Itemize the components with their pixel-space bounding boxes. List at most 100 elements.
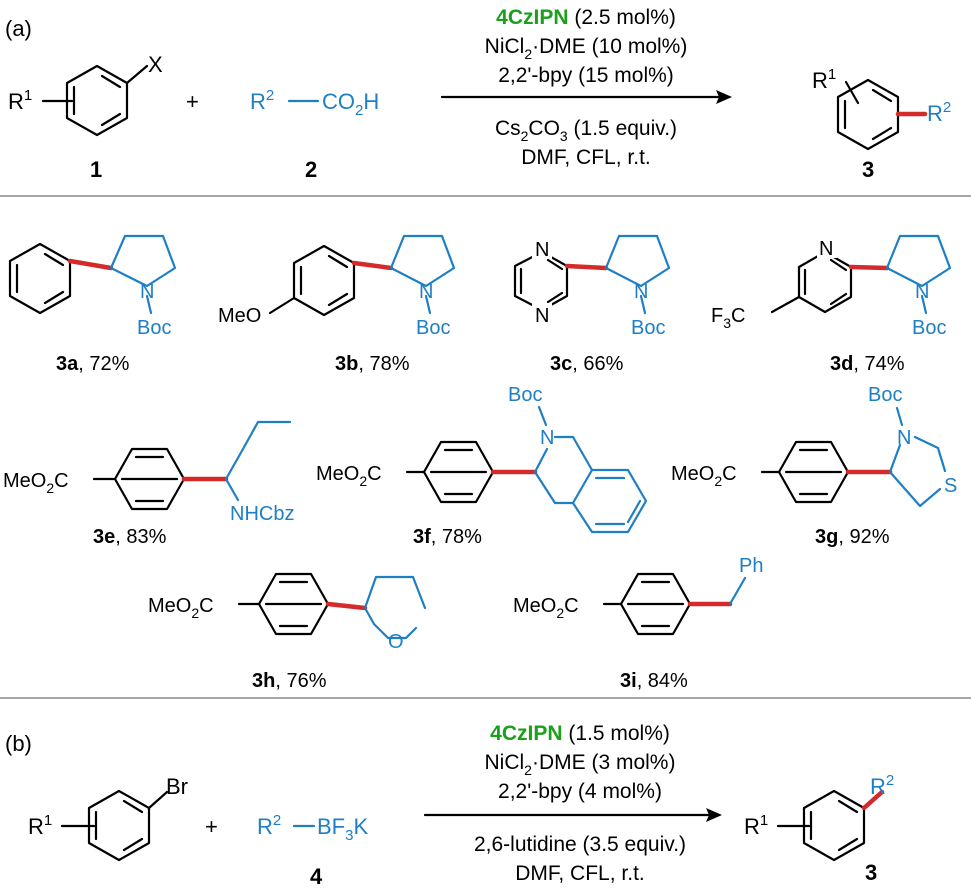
example-3i: MeO2C Ph 3i, 84% [513,555,763,692]
compound-label: 3a, 72% [56,353,130,375]
bf3k-label: BF3K [317,814,368,844]
boc-bond [639,294,647,315]
boc-label: Boc [631,317,665,339]
boc-bond [537,405,548,427]
substituent-bond [844,80,860,105]
ester-label: MeO2C [513,595,579,621]
oxygen-label: O [388,631,404,653]
reaction-arrow-a [440,90,732,104]
benzene-ring [777,440,850,504]
plus-sign: + [205,814,218,839]
reactant-2-carboxylic-acid: R2 CO2H 2 [250,87,379,182]
boc-label: Boc [868,384,902,406]
trifluoromethyl-label: F3C [711,305,745,331]
boc-bond [895,406,904,427]
product-3-b: R1 R2 3 [744,772,894,885]
propyl-chain [224,420,292,481]
part-b-general-reaction: (b) Br R1 + R2 BF3K 4 4CzIPN (1.5 mol%) … [5,722,894,889]
benzene-ring [619,572,692,636]
compound-number-1: 1 [90,157,102,182]
base: 2,6-lutidine (3.5 equiv.) [474,833,686,856]
ester-label: MeO2C [316,463,382,489]
pyrazine-n-top: N [535,239,549,261]
nhcbz-label: NHCbz [230,503,294,525]
ester-label: MeO2C [3,470,69,496]
methoxy-bond [268,296,296,315]
bond-to-halide [125,64,149,85]
example-3h: MeO2C O 3h, 76% [148,572,427,692]
new-c-c-bond [564,263,609,271]
ester-label: MeO2C [148,595,214,621]
boc-label: Boc [416,317,450,339]
pyrrolidine-ring [389,234,456,288]
photocatalyst: 4CzIPN (2.5 mol%) [496,6,676,29]
reactant-1-aryl-halide: X R1 1 [8,52,163,182]
boc-bond [145,294,153,315]
boc-bond [920,294,928,315]
pyrazine-n-bottom: N [535,305,549,327]
compound-label: 3g, 92% [815,526,890,548]
pyrrolidine-ring [604,234,671,288]
reaction-conditions-a: 4CzIPN (2.5 mol%) NiCl2·DME (10 mol%) 2,… [485,6,688,169]
solvent: DMF, CFL, r.t. [521,146,651,169]
phenyl-ring [8,242,72,315]
nitrogen-label: N [419,281,433,303]
part-a-general-reaction: (a) X R1 1 + R2 CO2H 2 4CzIPN (2.5 mol%)… [5,6,951,182]
nickel-catalyst: NiCl2·DME (10 mol%) [485,35,688,62]
part-b-label: (b) [5,731,32,756]
base: Cs2CO3 (1.5 equiv.) [495,117,677,144]
reaction-arrow-b [423,808,722,822]
example-3a: N Boc 3a, 72% [8,234,177,375]
boc-bond [424,294,432,315]
example-3e: MeO2C NHCbz 3e, 83% [3,420,294,548]
tetrahydroisoquinoline [533,435,648,534]
pyrrolidine-ring [109,234,177,288]
compound-number-4: 4 [310,864,323,889]
nitrogen-label: N [634,281,648,303]
r2-label: R2 [257,812,281,839]
nitrogen-label: N [140,281,154,303]
tetrahydrofuran-ring [363,575,427,640]
compound-label: 3e, 83% [93,526,167,548]
boc-label: Boc [508,384,542,406]
boc-label: Boc [912,317,946,339]
benzene-ring [65,64,129,137]
example-3f: MeO2C N Boc 3f, 78% [316,384,648,548]
thiazolidine-ring [888,435,947,508]
photocatalyst: 4CzIPN (1.5 mol%) [490,722,670,745]
bromide-label: Br [166,774,188,799]
new-c-c-bond [848,264,890,271]
bond-to-bromide [147,790,169,810]
ester-label: MeO2C [671,463,737,489]
ligand: 2,2'-bpy (4 mol%) [498,780,662,803]
compound-number-2: 2 [305,157,317,182]
anisole-ring [292,244,356,317]
plus-sign: + [186,89,199,114]
compound-number-3: 3 [865,860,877,885]
nitrogen-label: N [897,427,911,449]
compound-label: 3d, 74% [830,353,905,375]
pyridine-ring [797,250,853,314]
nickel-catalyst: NiCl2·DME (3 mol%) [485,751,676,778]
sulfur-label: S [944,475,957,497]
pyrrolidine-ring [885,234,952,288]
benzene-ring [87,789,151,862]
example-3c: N N N Boc 3c, 66% [513,234,671,375]
reactant-trifluoroborate: R2 BF3K 4 [257,812,368,889]
halide-label: X [148,52,163,77]
new-c-c-bond [67,258,114,271]
r2-label: R2 [870,772,894,799]
new-c-c-bond [325,601,368,611]
compound-label: 3h, 76% [252,670,327,692]
nitrogen-label: N [540,427,554,449]
solvent: DMF, CFL, r.t. [515,862,645,885]
r1-label: R1 [8,87,32,114]
benzene-ring [113,447,186,511]
pyridine-nitrogen: N [819,238,833,260]
reactant-aryl-bromide: Br R1 [28,774,188,862]
benzene-ring [802,789,866,862]
new-c-c-bond [351,260,394,271]
example-3g: MeO2C N S Boc 3g, 92% [671,384,957,548]
boc-label: Boc [137,317,171,339]
